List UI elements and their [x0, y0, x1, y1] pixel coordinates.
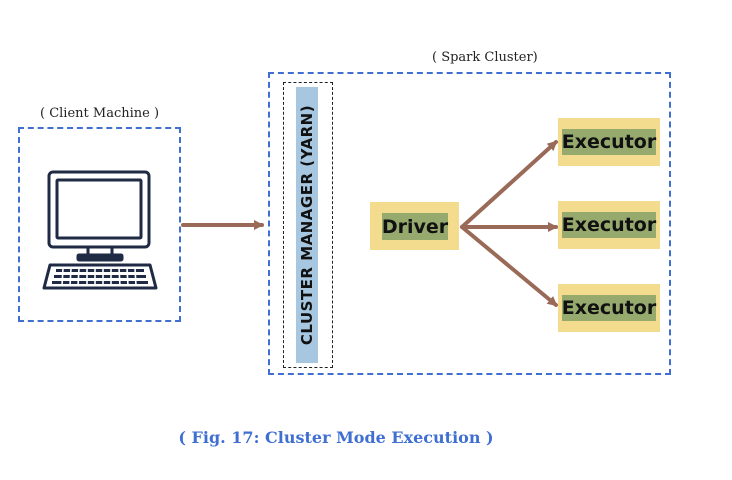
client-machine-label: ( Client Machine ) — [40, 106, 160, 121]
driver-node: Driver — [370, 202, 459, 250]
executor-label: Executor — [561, 129, 657, 155]
executor-label: Executor — [561, 295, 657, 321]
client-machine-box — [18, 127, 181, 322]
spark-cluster-box — [268, 72, 671, 375]
executor-node: Executor — [558, 118, 660, 166]
executor-node: Executor — [558, 201, 660, 249]
spark-cluster-label: ( Spark Cluster) — [432, 50, 538, 65]
driver-label: Driver — [382, 213, 448, 240]
executor-label: Executor — [561, 212, 657, 238]
executor-node: Executor — [558, 284, 660, 332]
cluster-manager-frame — [283, 82, 333, 368]
cluster-manager-label: CLUSTER MANAGER (YARN) — [298, 104, 316, 346]
cluster-manager: CLUSTER MANAGER (YARN) — [296, 87, 318, 363]
figure-caption: ( Fig. 17: Cluster Mode Execution ) — [178, 428, 494, 447]
